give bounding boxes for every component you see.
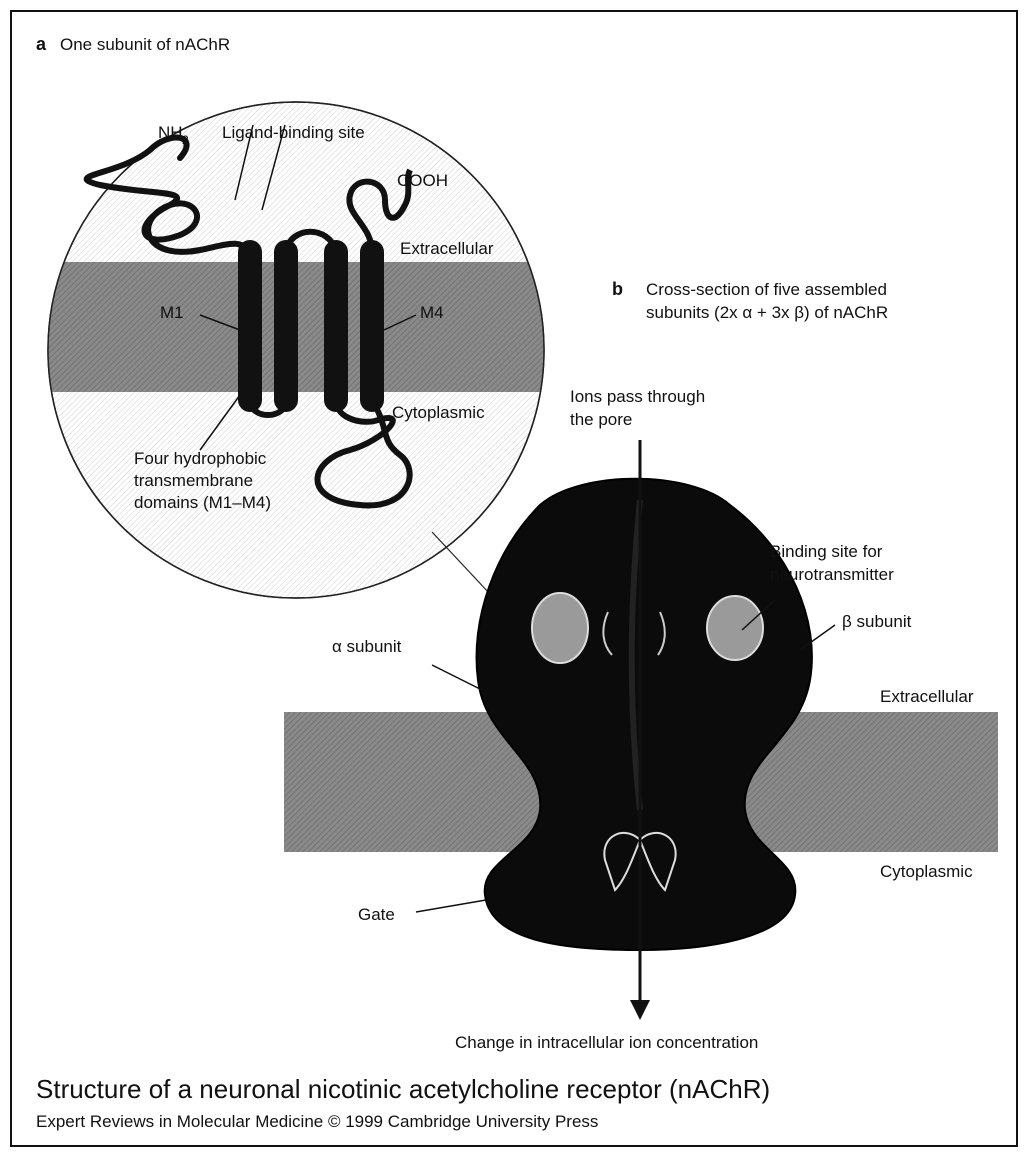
m4-label: M4 [420, 303, 444, 322]
receptor-body [477, 479, 812, 950]
figure-caption-title: Structure of a neuronal nicotinic acetyl… [36, 1074, 770, 1105]
domains-label-line-3: domains (M1–M4) [134, 493, 271, 512]
change-label: Change in intracellular ion concentratio… [455, 1033, 758, 1052]
m1-label: M1 [160, 303, 184, 322]
panel-a-title: One subunit of nAChR [60, 35, 230, 54]
cooh-label: COOH [397, 171, 448, 190]
binding-site-label-line-1: Binding site for [770, 542, 883, 561]
nh2-label: NH [158, 123, 183, 142]
alpha-pointer [432, 665, 482, 690]
gate-pointer [416, 900, 486, 912]
domains-label-line-2: transmembrane [134, 471, 253, 490]
figure-caption-credit: Expert Reviews in Molecular Medicine © 1… [36, 1112, 598, 1132]
nh2-subscript: 2 [182, 133, 189, 147]
cytoplasmic-label-a: Cytoplasmic [392, 403, 485, 422]
domains-label-line-1: Four hydrophobic [134, 449, 267, 468]
ion-flow-arrowhead [630, 1000, 650, 1020]
panel-a-letter: a [36, 34, 47, 54]
subunit-magnifier [40, 102, 560, 598]
ions-label-line-2: the pore [570, 410, 632, 429]
beta-binding-pocket [707, 596, 763, 660]
beta-subunit-label: β subunit [842, 612, 912, 631]
receptor-complex [477, 479, 812, 950]
membrane-band-a [40, 262, 560, 392]
ions-label-line-1: Ions pass through [570, 387, 705, 406]
panel-b-letter: b [612, 279, 623, 299]
panel-b-title-line-2: subunits (2x α + 3x β) of nAChR [646, 303, 888, 322]
alpha-subunit-label: α subunit [332, 637, 402, 656]
binding-site-label-line-2: neurotransmitter [770, 565, 894, 584]
gate-label: Gate [358, 905, 395, 924]
ligand-binding-label: Ligand-binding site [222, 123, 365, 142]
extracellular-label-a: Extracellular [400, 239, 494, 258]
panel-b-title-line-1: Cross-section of five assembled [646, 280, 887, 299]
cytoplasmic-label-b: Cytoplasmic [880, 862, 973, 881]
extracellular-label-b: Extracellular [880, 687, 974, 706]
alpha-binding-pocket [532, 593, 588, 663]
